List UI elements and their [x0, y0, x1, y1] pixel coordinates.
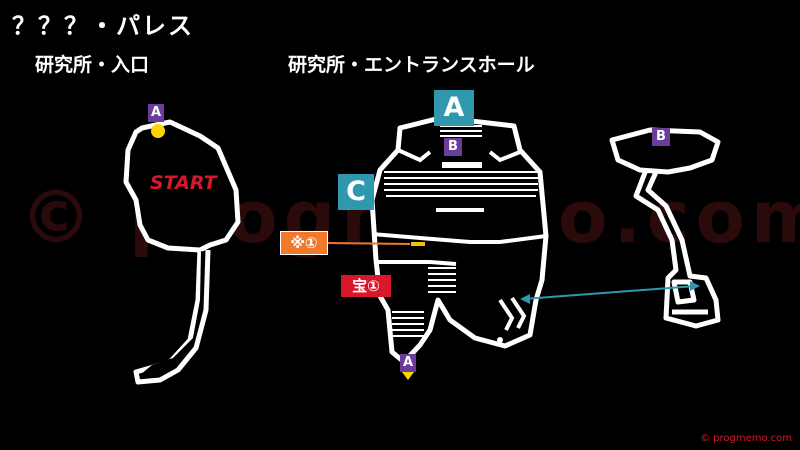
map-title: ？？？・パレス [12, 12, 194, 40]
note-leader-line [327, 242, 411, 245]
marker-b-hall: B [444, 138, 462, 156]
copyright: © progmemo.com [700, 433, 792, 444]
marker-c-hall: C [338, 174, 374, 210]
note-label: ※① [280, 231, 328, 255]
marker-a-exit: A [400, 354, 416, 372]
treasure-label: 宝① [341, 275, 391, 297]
entrance-floor [135, 130, 229, 376]
area-name-entrance: 研究所・入口 [35, 54, 150, 76]
teleport-link [520, 281, 700, 304]
marker-a-hall: A [434, 90, 474, 126]
hall-stairs [384, 125, 538, 337]
hall-inner-walls [371, 148, 547, 343]
start-label: START [150, 172, 217, 194]
marker-a-small-entrance: A [148, 104, 164, 122]
marker-b-east: B [652, 128, 670, 146]
note-marker-dot [411, 242, 425, 246]
east-room [609, 127, 721, 329]
exit-arrow-icon [402, 372, 414, 380]
start-position-marker [151, 124, 165, 138]
area-name-hall: 研究所・エントランスホール [288, 54, 535, 76]
